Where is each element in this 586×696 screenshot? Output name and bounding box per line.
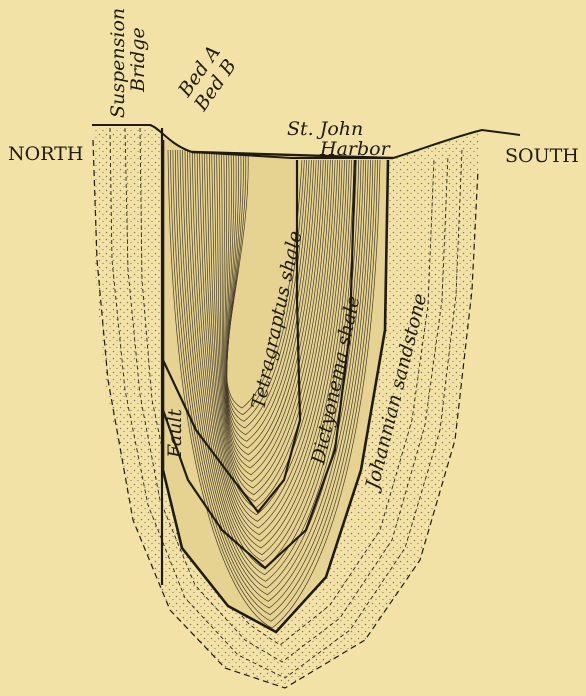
- st-john-label: St. John: [287, 118, 363, 140]
- harbor-label: Harbor: [319, 138, 392, 160]
- suspension-label: Suspension: [107, 8, 129, 118]
- fault-label: Fault: [164, 408, 186, 459]
- bridge-label: Bridge: [127, 27, 149, 93]
- north-label: NORTH: [8, 143, 83, 165]
- south-label: SOUTH: [505, 145, 579, 167]
